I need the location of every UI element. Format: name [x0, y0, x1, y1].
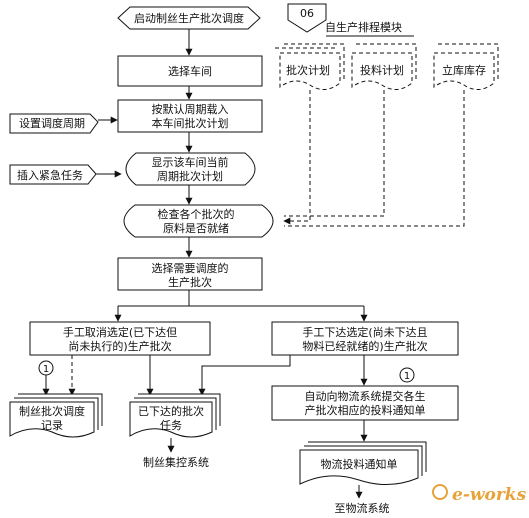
- issued-line1: 已下达的批次: [138, 404, 204, 418]
- start-node: 启动制丝生产批次调度: [117, 6, 261, 30]
- source-warehouse-stock-label: 立库库存: [442, 63, 486, 77]
- issued-tasks-doc: 已下达的批次 任务: [129, 393, 221, 438]
- show-plan-line2: 周期批次计划: [157, 169, 223, 183]
- show-plan-line1: 显示该车间当前: [152, 155, 229, 169]
- check-material-node: 检查各个批次的 原料是否就绪: [123, 204, 274, 238]
- issue-line2: 物料已经就绪的)生产批次: [302, 339, 427, 353]
- connector-1-left-label: 1: [43, 364, 49, 375]
- connector-1-right: 1: [399, 367, 415, 383]
- auto-line2: 产批次相应的投料通知单: [305, 403, 426, 417]
- insert-task-node: 插入紧急任务: [9, 164, 97, 185]
- connector-1-left: 1: [38, 360, 54, 376]
- manual-issue-node: 手工下达选定(尚未下达且 物料已经就绪的)生产批次: [271, 321, 459, 356]
- notice-label: 物流投料通知单: [321, 457, 398, 471]
- select-batch-node: 选择需要调度的 生产批次: [117, 257, 263, 291]
- issued-line2: 任务: [160, 419, 182, 432]
- to-control-system: 制丝集控系统: [143, 455, 209, 469]
- eworks-watermark: e-works: [432, 484, 527, 505]
- manual-cancel-node: 手工取消选定(已下达但 尚未执行的)生产批次: [29, 321, 211, 356]
- check-line2: 原料是否就绪: [163, 221, 229, 235]
- watermark-text: e-works: [452, 485, 527, 505]
- set-period-label: 设置调度周期: [19, 116, 85, 130]
- connector-1-right-label: 1: [404, 371, 410, 382]
- module-title: 自生产排程模块: [325, 20, 402, 34]
- show-plan-node: 显示该车间当前 周期批次计划: [125, 152, 256, 186]
- select-workshop-node: 选择车间: [117, 55, 263, 87]
- issue-line1: 手工下达选定(尚未下达且: [302, 325, 427, 339]
- cancel-line2: 尚未执行的)生产批次: [68, 339, 171, 353]
- source-warehouse-stock: 立库库存: [433, 43, 499, 90]
- check-line1: 检查各个批次的: [158, 207, 235, 221]
- cancel-line1: 手工取消选定(已下达但: [63, 325, 177, 339]
- auto-submit-node: 自动向物流系统提交各生 产批次相应的投料通知单: [271, 385, 459, 421]
- select-batch-line1: 选择需要调度的: [152, 261, 229, 275]
- start-label: 启动制丝生产批次调度: [134, 11, 244, 25]
- select-batch-line2: 生产批次: [168, 275, 212, 289]
- load-plan-line2: 本车间批次计划: [152, 116, 229, 130]
- select-workshop-label: 选择车间: [168, 64, 212, 78]
- to-logistics-system: 至物流系统: [335, 501, 390, 515]
- record-line2: 记录: [41, 419, 63, 432]
- source-batch-plan-label: 批次计划: [286, 63, 330, 77]
- schedule-record-doc: 制丝批次调度 记录: [9, 393, 103, 438]
- load-plan-line1: 按默认周期载入: [152, 102, 229, 116]
- module-badge: 06: [300, 7, 314, 20]
- source-feed-plan-label: 投料计划: [360, 63, 404, 77]
- insert-task-label: 插入紧急任务: [17, 168, 83, 182]
- logistics-notice-doc: 物流投料通知单: [299, 441, 427, 485]
- source-batch-plan: 批次计划: [275, 43, 345, 90]
- source-feed-plan: 投料计划: [351, 43, 417, 90]
- set-period-node: 设置调度周期: [9, 113, 99, 134]
- record-line1: 制丝批次调度: [19, 404, 85, 418]
- load-plan-node: 按默认周期载入 本车间批次计划: [117, 99, 263, 133]
- auto-line1: 自动向物流系统提交各生: [305, 389, 426, 403]
- module-06: 06 自生产排程模块: [287, 3, 414, 37]
